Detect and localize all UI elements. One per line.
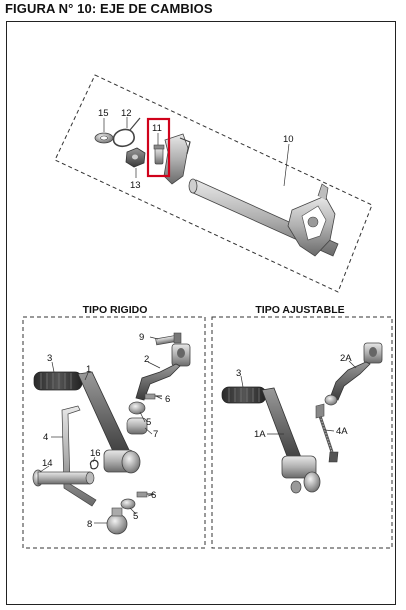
label-11: 11 <box>152 123 162 134</box>
lever-arm-part-1 <box>77 371 141 474</box>
label-rigid-6a: 6 <box>165 394 170 405</box>
clip-part-16 <box>89 459 99 470</box>
pin-part-14 <box>32 469 95 487</box>
label-rigid-2: 2 <box>144 354 149 365</box>
shift-shaft-assembly: 15 12 11 13 10 <box>54 74 373 293</box>
joint-part-5b <box>120 498 136 510</box>
label-rigid-1: 1 <box>86 364 91 375</box>
bolt-part-9 <box>155 332 182 346</box>
figure-frame <box>6 21 396 605</box>
label-rigid-5a: 5 <box>146 417 151 428</box>
label-rigid-14: 14 <box>42 458 53 469</box>
ball-joint-part-8 <box>106 507 128 535</box>
assembly-dashed-outline <box>54 74 373 293</box>
label-rigid-3: 3 <box>47 353 52 364</box>
label-rigid-4: 4 <box>43 432 48 443</box>
label-rigid-9: 9 <box>139 332 144 343</box>
label-15: 15 <box>98 108 109 119</box>
label-rigid-16: 16 <box>90 448 101 459</box>
spring-part-12 <box>112 117 141 148</box>
label-adj-3: 3 <box>236 368 241 379</box>
rigid-type-panel: 3 1 9 2 6 5 7 4 16 14 6 5 8 <box>22 316 206 549</box>
bolt-part-6a <box>144 393 162 400</box>
label-adj-4a: 4A <box>336 426 348 437</box>
washer-part-15 <box>94 132 114 144</box>
adj-lever-part-1a <box>261 387 321 494</box>
nut-part-13 <box>125 147 146 168</box>
bolt-part-6b <box>136 491 154 498</box>
label-rigid-8: 8 <box>87 519 92 530</box>
label-10: 10 <box>283 134 294 145</box>
label-rigid-6b: 6 <box>151 490 156 501</box>
label-adj-2a: 2A <box>340 353 352 364</box>
rigid-dashed-outline <box>22 316 206 549</box>
highlight-box-11 <box>146 117 171 178</box>
label-13: 13 <box>130 180 141 191</box>
joint-part-5a <box>128 401 146 415</box>
rod-part-4 <box>61 405 97 507</box>
joint-part-7 <box>126 417 148 435</box>
label-12: 12 <box>121 108 132 119</box>
adjustable-dashed-outline <box>211 316 393 549</box>
rigid-type-title: TIPO RIGIDO <box>82 304 148 316</box>
figure-title: FIGURA N° 10: EJE DE CAMBIOS <box>5 1 213 16</box>
shift-shaft-part <box>188 178 339 257</box>
label-rigid-5b: 5 <box>133 511 138 522</box>
bolt-part-11 <box>153 144 165 165</box>
shift-arm-part-2 <box>135 343 191 401</box>
adj-arm-part-2a <box>324 342 383 406</box>
label-rigid-7: 7 <box>153 429 158 440</box>
adj-rod-part-4a <box>315 403 339 463</box>
adj-peg-rubber-part-3 <box>221 386 267 404</box>
peg-rubber-part-3 <box>33 371 83 391</box>
adjustable-type-panel: 3 2A 1A 4A <box>211 316 393 549</box>
adjustable-type-title: TIPO AJUSTABLE <box>255 304 345 316</box>
label-adj-1a: 1A <box>254 429 266 440</box>
